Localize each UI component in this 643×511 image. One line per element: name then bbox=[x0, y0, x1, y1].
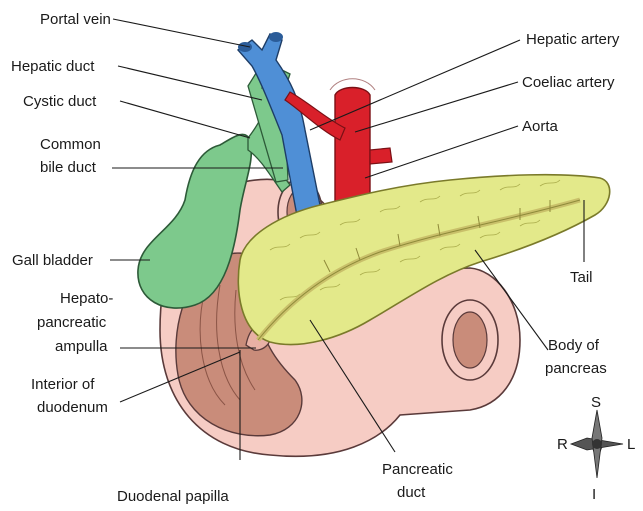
coeliac-artery bbox=[370, 148, 392, 164]
label-gall-bladder: Gall bladder bbox=[12, 252, 93, 269]
compass-west-label: R bbox=[557, 436, 568, 453]
label-ampulla-3: ampulla bbox=[55, 338, 108, 355]
label-pancreatic-duct-1: Pancreatic bbox=[382, 461, 453, 478]
label-pancreatic-duct-2: duct bbox=[397, 484, 426, 501]
label-interior-2: duodenum bbox=[37, 399, 108, 416]
label-ampulla-2: pancreatic bbox=[37, 314, 107, 331]
aorta bbox=[335, 88, 370, 206]
label-cystic-duct: Cystic duct bbox=[23, 93, 97, 110]
label-coeliac-artery: Coeliac artery bbox=[522, 74, 615, 91]
compass-rose: S I R L bbox=[557, 394, 635, 503]
label-aorta: Aorta bbox=[522, 118, 559, 135]
label-common-bile-duct-2: bile duct bbox=[40, 159, 97, 176]
label-body-2: pancreas bbox=[545, 360, 607, 377]
label-hepatic-artery: Hepatic artery bbox=[526, 31, 620, 48]
label-hepatic-duct: Hepatic duct bbox=[11, 58, 95, 75]
compass-south-label: I bbox=[592, 486, 596, 503]
compass-north-label: S bbox=[591, 394, 601, 411]
label-interior-1: Interior of bbox=[31, 376, 95, 393]
label-duodenal-papilla: Duodenal papilla bbox=[117, 488, 229, 505]
label-common-bile-duct-1: Common bbox=[40, 136, 101, 153]
label-tail: Tail bbox=[570, 269, 593, 286]
label-body-1: Body of bbox=[548, 337, 600, 354]
label-portal-vein: Portal vein bbox=[40, 11, 111, 28]
compass-east-label: L bbox=[627, 436, 635, 453]
label-ampulla-1: Hepato- bbox=[60, 290, 113, 307]
